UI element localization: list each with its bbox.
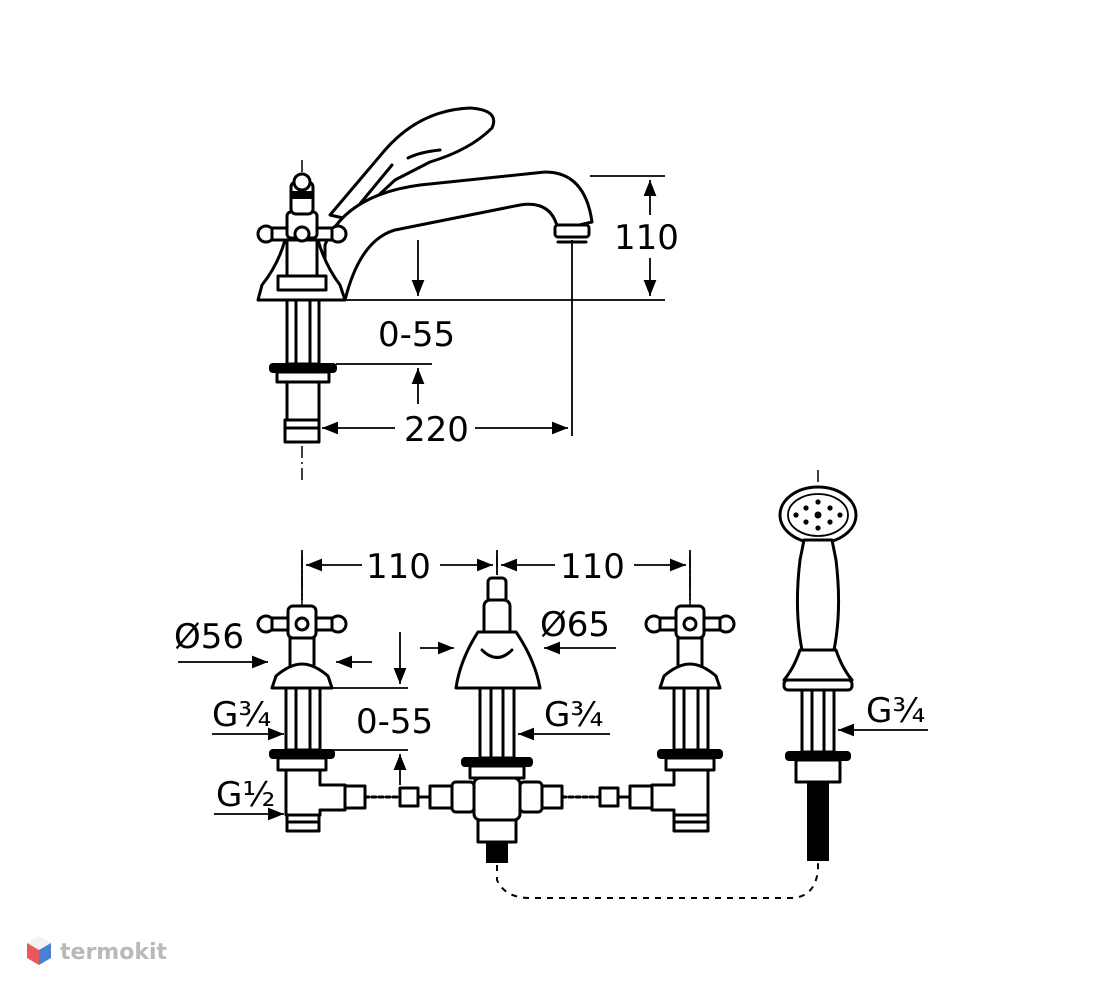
dim-thread-center: G¾ [544, 695, 603, 735]
dim-thread-small: G½ [216, 775, 275, 815]
right-valve [644, 555, 736, 833]
dim-thread-right: G¾ [866, 691, 925, 731]
spout [323, 170, 594, 302]
top-view-dimensions [322, 175, 665, 436]
termokit-logo: termokit [27, 936, 167, 965]
dim-reach-top: 220 [404, 410, 469, 450]
left-valve [256, 555, 348, 833]
hand-shower [778, 470, 858, 861]
dim-thickness-bottom: 0-55 [356, 702, 433, 742]
bottom-view-dimensions [178, 550, 928, 821]
dim-diameter-left: Ø56 [174, 617, 244, 657]
dim-spacing-left: 110 [366, 547, 431, 587]
dim-spacing-right: 110 [560, 547, 625, 587]
top-view-faucet [256, 106, 594, 482]
shower-hose [496, 862, 819, 899]
connection-hoses [343, 780, 654, 814]
center-valve [454, 555, 542, 863]
dim-thread-left: G¾ [212, 695, 271, 735]
dim-height-top: 110 [614, 218, 679, 258]
shank-top [285, 298, 321, 366]
dim-diameter-center: Ø65 [540, 605, 610, 645]
dim-thickness-top: 0-55 [378, 315, 455, 355]
watermark-text: termokit [60, 940, 167, 965]
cube-icon [27, 936, 51, 965]
